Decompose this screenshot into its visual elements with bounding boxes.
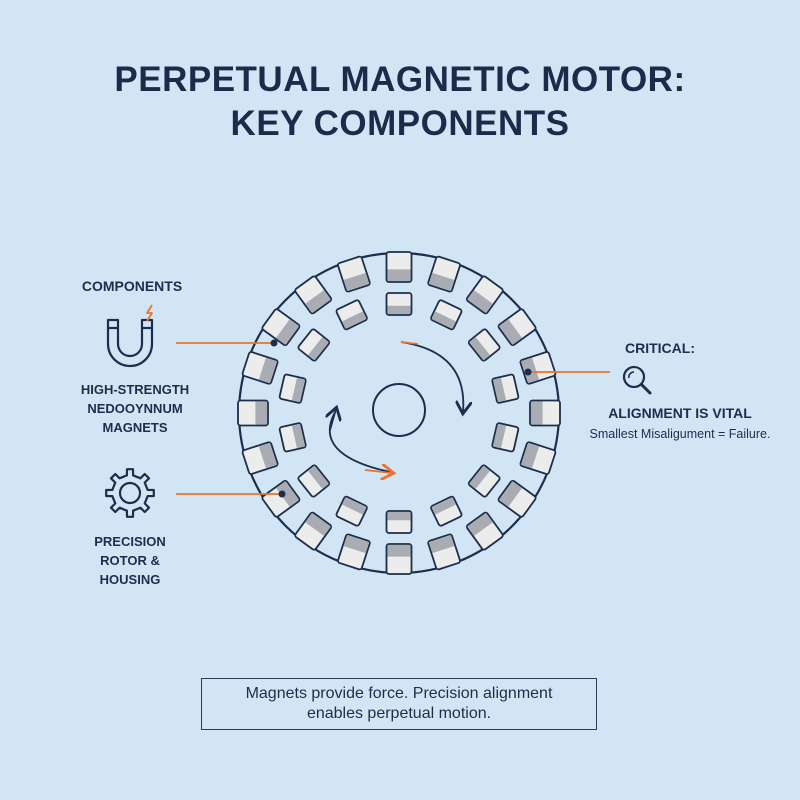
gear-icon [105,468,155,518]
title-line-2: KEY COMPONENTS [230,104,570,143]
outer-magnet [385,543,413,575]
outer-magnet [241,441,279,475]
inner-magnet [335,495,368,527]
alignment-heading: ALIGNMENT IS VITAL [608,405,752,421]
magnifier-icon [622,365,652,395]
inner-magnet-ring [278,292,520,534]
outer-magnet [337,255,371,293]
inner-magnet [335,299,368,331]
inner-magnet [430,495,463,527]
inner-magnet [278,373,307,404]
outer-magnet [497,308,537,347]
outer-magnet [529,399,561,427]
outer-magnet [261,308,301,347]
outer-magnet [519,351,557,385]
critical-label: CRITICAL: [625,340,695,356]
inner-magnet [297,328,331,362]
rotation-arrow-left [329,411,391,473]
footer-line-1: Magnets provide force. Precision alignme… [245,685,553,702]
inner-magnet [491,422,520,453]
outer-magnet [237,399,269,427]
outer-magnet [519,441,557,475]
alignment-leader-dot [524,368,532,376]
horseshoe-magnet-icon [106,318,154,368]
page-title: PERPETUAL MAGNETIC MOTOR: KEY COMPONENTS [0,58,800,146]
outer-magnet [337,533,371,571]
outer-magnet [241,351,279,385]
rotation-arrow-top [400,341,463,412]
footer-caption-box: Magnets provide force. Precision alignme… [201,678,597,730]
outer-magnet-ring [237,251,561,575]
magnets-leader-dot [270,339,278,347]
outer-magnet [294,511,333,551]
inner-magnet [467,328,501,362]
title-line-1: PERPETUAL MAGNETIC MOTOR: [114,60,686,99]
magnets-label-line-2: NEDOOYNNUM [87,401,183,416]
inner-magnet [385,292,413,316]
rotation-arrow-left-head [330,409,336,431]
components-heading: COMPONENTS [81,278,183,294]
inner-magnet [278,422,307,453]
outer-magnet [465,275,504,315]
outer-magnet [497,479,537,518]
magnets-label-line-1: HIGH-STRENGTH [80,382,190,397]
outer-magnet [294,275,333,315]
inner-magnet [385,510,413,534]
outer-magnet [427,255,461,293]
rotation-arrow-bottom-tail [364,470,392,473]
inner-magnet [491,373,520,404]
outer-magnet [385,251,413,283]
outer-magnet [465,511,504,551]
rotor-label-line-3: HOUSING [99,572,161,587]
inner-magnet [297,464,331,498]
magnets-label: HIGH-STRENGTH NEDOOYNNUM MAGNETS [55,380,215,437]
rotation-arrow-top-tail [400,341,419,345]
rotor-label-line-1: PRECISION [94,534,166,549]
inner-magnet [467,464,501,498]
rotor-label-line-2: ROTOR & [100,553,160,568]
rotor-hub [372,383,426,437]
footer-line-2: enables perpetual motion. [306,705,492,722]
outer-magnet [261,479,301,518]
alignment-note: Smallest Misaligument = Failure. [589,427,771,441]
rotor-leader-dot [278,490,286,498]
outer-magnet [427,533,461,571]
rotor-label: PRECISION ROTOR & HOUSING [60,532,200,589]
lightning-icon [146,304,153,322]
inner-magnet [430,299,463,331]
magnets-label-line-3: MAGNETS [102,420,168,435]
